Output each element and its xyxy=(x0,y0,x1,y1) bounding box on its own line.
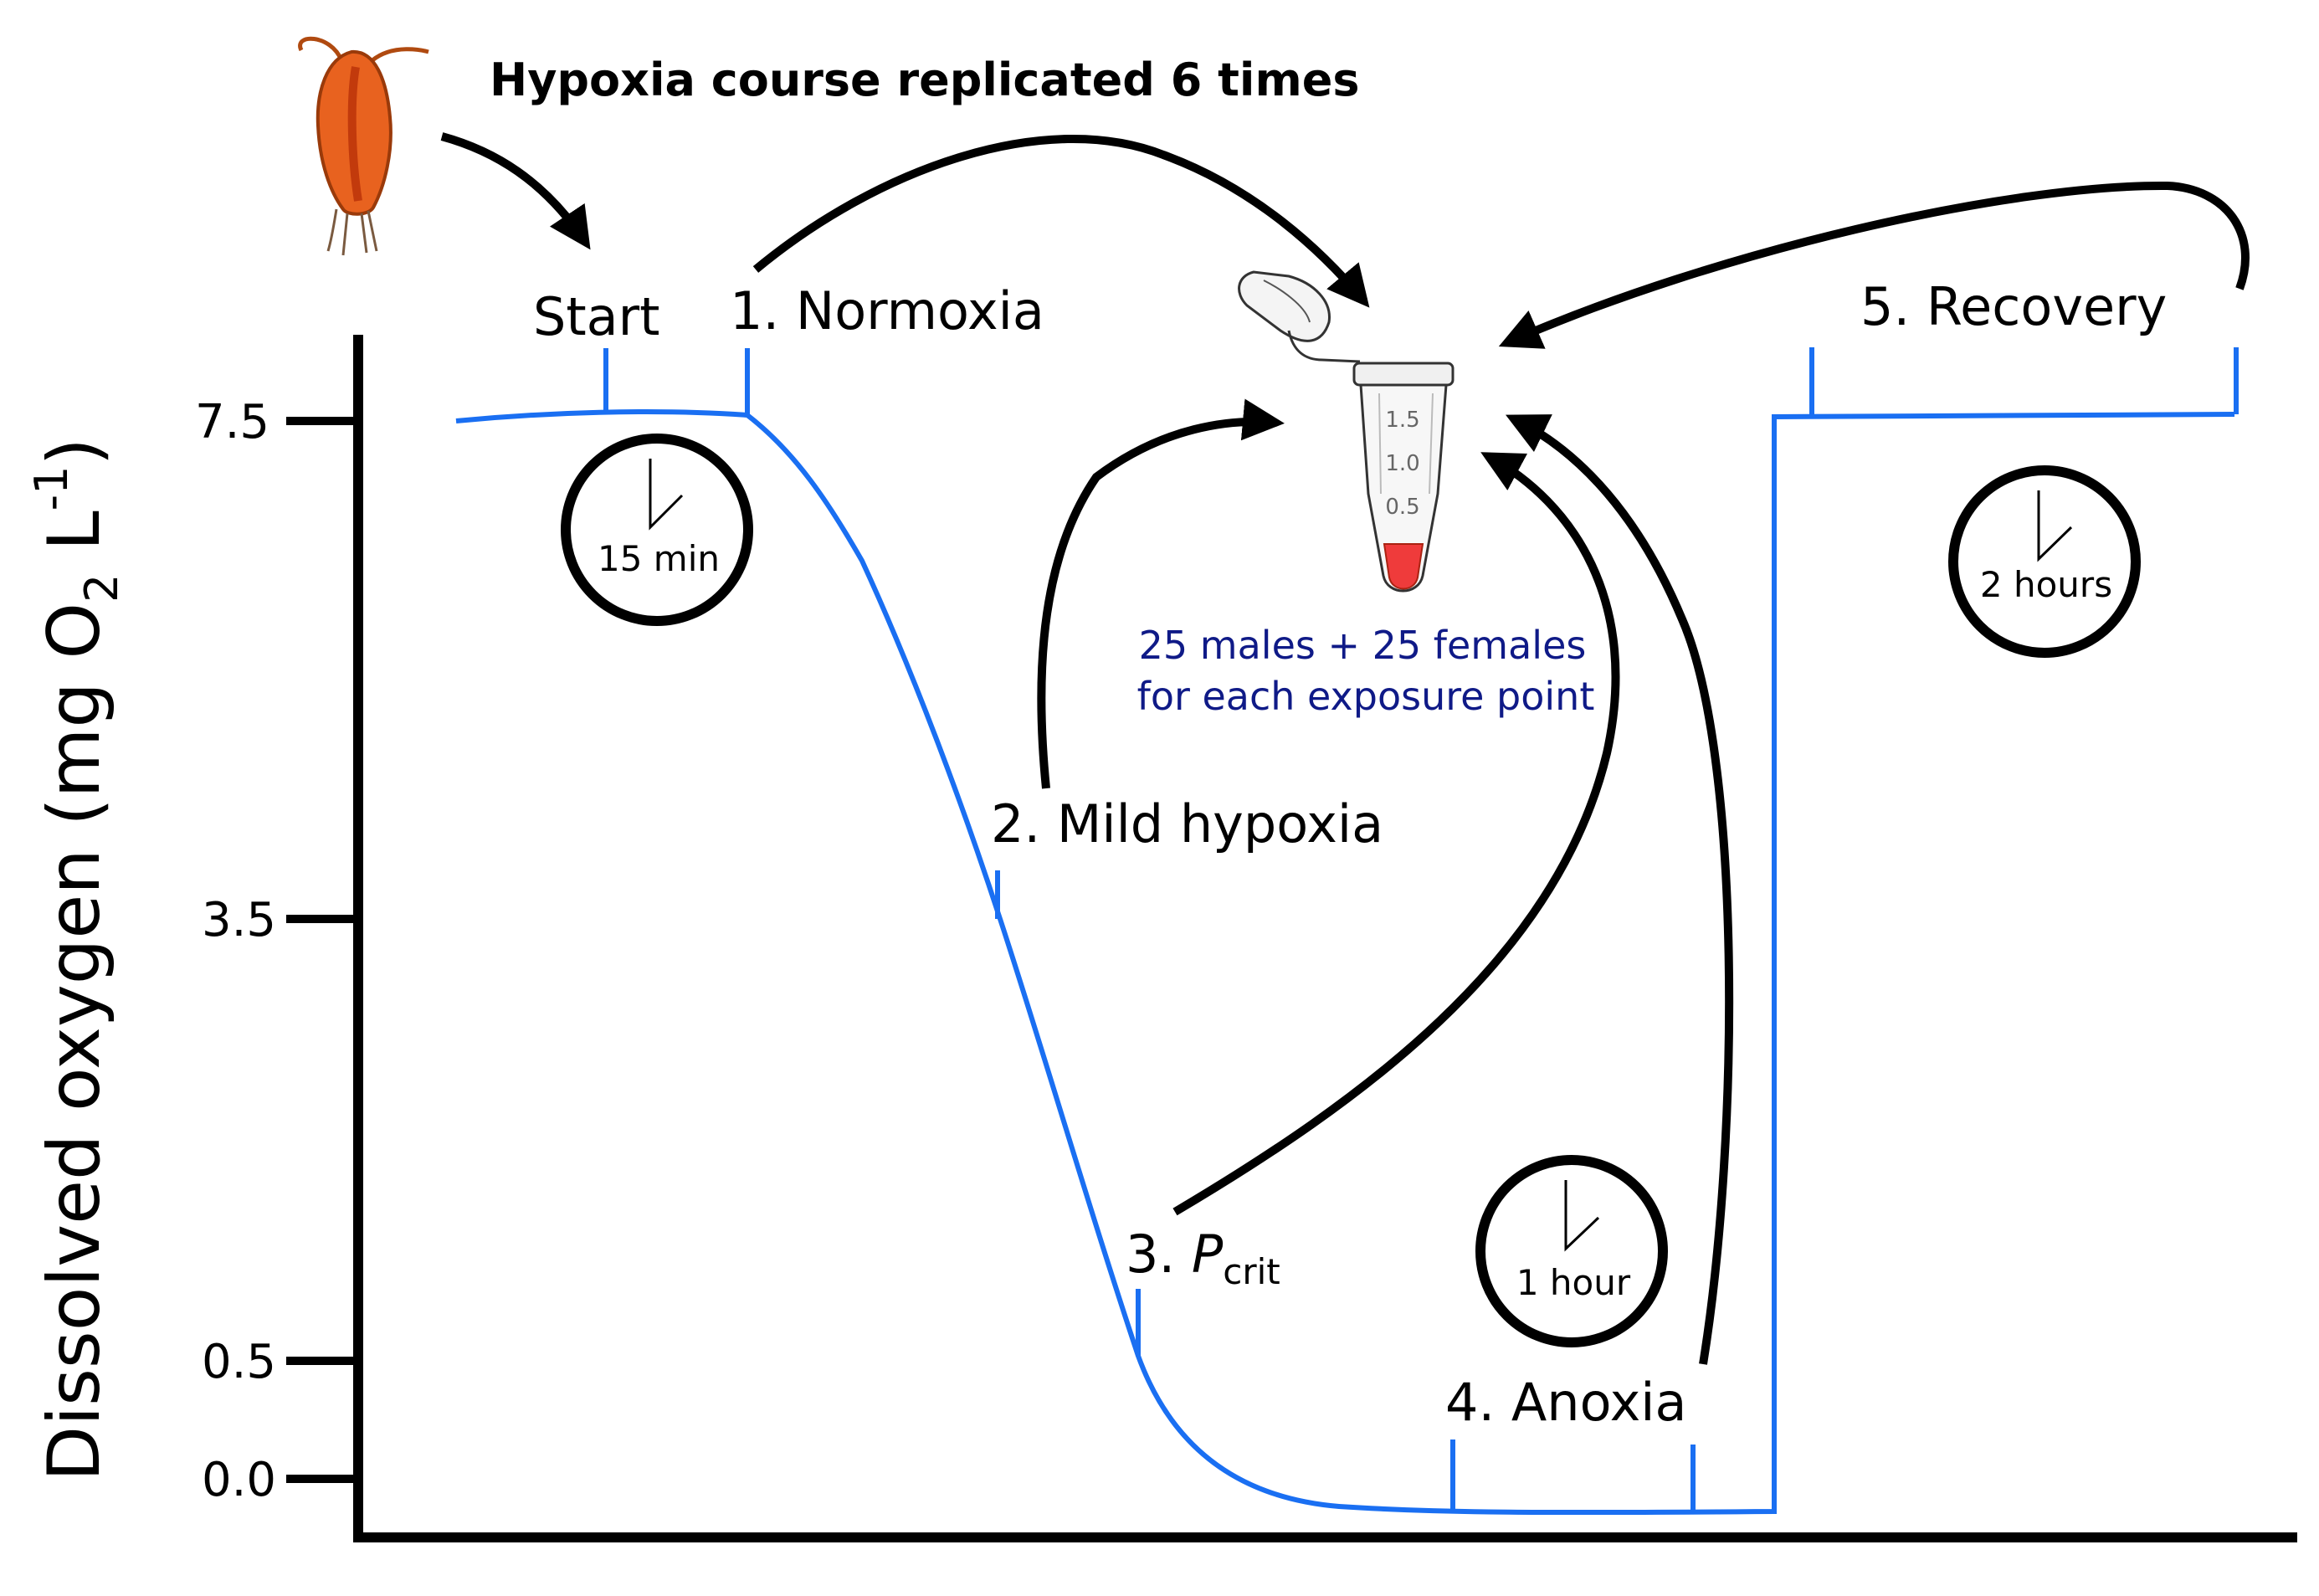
y-ticks: 7.5 3.5 0.5 0.0 xyxy=(195,395,358,1507)
arrow-pcrit-to-tube xyxy=(1172,452,1620,1216)
clock-icon: 2 hours xyxy=(1948,465,2141,658)
arrow-recovery-to-tube xyxy=(1498,181,2250,349)
clock-label: 15 min xyxy=(598,538,720,579)
label-anoxia: 4. Anoxia xyxy=(1445,1372,1687,1433)
label-start: Start xyxy=(533,286,659,347)
clock-label: 2 hours xyxy=(1980,564,2112,605)
arrow-copepod-to-start xyxy=(440,132,591,250)
note-line2: for each exposure point xyxy=(1137,674,1595,719)
tube-icon: 1.5 1.0 0.5 xyxy=(1238,270,1455,593)
pcrit-prefix: 3. xyxy=(1126,1224,1192,1285)
y-tick-label: 7.5 xyxy=(195,395,269,449)
pcrit-italic: P xyxy=(1192,1224,1224,1285)
y-axis-label-sup: -1 xyxy=(25,466,78,511)
arrow-mild-to-tube xyxy=(1037,398,1285,789)
label-normoxia: 1. Normoxia xyxy=(730,280,1044,341)
label-pcrit: 3. Pcrit xyxy=(1126,1224,1280,1292)
arrow-anoxia-to-tube xyxy=(1506,414,1734,1365)
arrow-normoxia-to-tube xyxy=(752,135,1370,308)
sampling-arrows xyxy=(440,132,2250,1365)
note-line1: 25 males + 25 females xyxy=(1139,623,1587,668)
tube-mark: 1.0 xyxy=(1385,451,1419,476)
label-mild-hypoxia: 2. Mild hypoxia xyxy=(991,793,1383,854)
y-axis-label-main: Dissolved oxygen (mg O xyxy=(33,603,116,1481)
y-axis-label: Dissolved oxygen (mg O2 L-1) xyxy=(25,438,128,1481)
y-axis-label-sub: 2 xyxy=(75,574,128,603)
oxygen-curve xyxy=(455,409,2235,1516)
curve-markers xyxy=(603,347,2239,1511)
copepod-icon xyxy=(298,36,429,256)
clock-label: 1 hour xyxy=(1516,1262,1631,1303)
y-tick-label: 0.5 xyxy=(202,1335,276,1389)
tube-mark: 1.5 xyxy=(1385,408,1419,433)
tube-mark: 0.5 xyxy=(1385,495,1419,520)
clock-icon: 1 hour xyxy=(1475,1155,1668,1347)
y-axis-label-close: ) xyxy=(33,438,116,466)
title: Hypoxia course replicated 6 times xyxy=(490,54,1359,106)
y-axis-label-unit: L xyxy=(33,511,116,573)
clock-icon: 15 min xyxy=(561,434,753,626)
pcrit-sub: crit xyxy=(1223,1251,1280,1292)
y-tick-label: 3.5 xyxy=(202,893,276,947)
label-recovery: 5. Recovery xyxy=(1860,276,2167,337)
y-tick-label: 0.0 xyxy=(202,1453,276,1507)
